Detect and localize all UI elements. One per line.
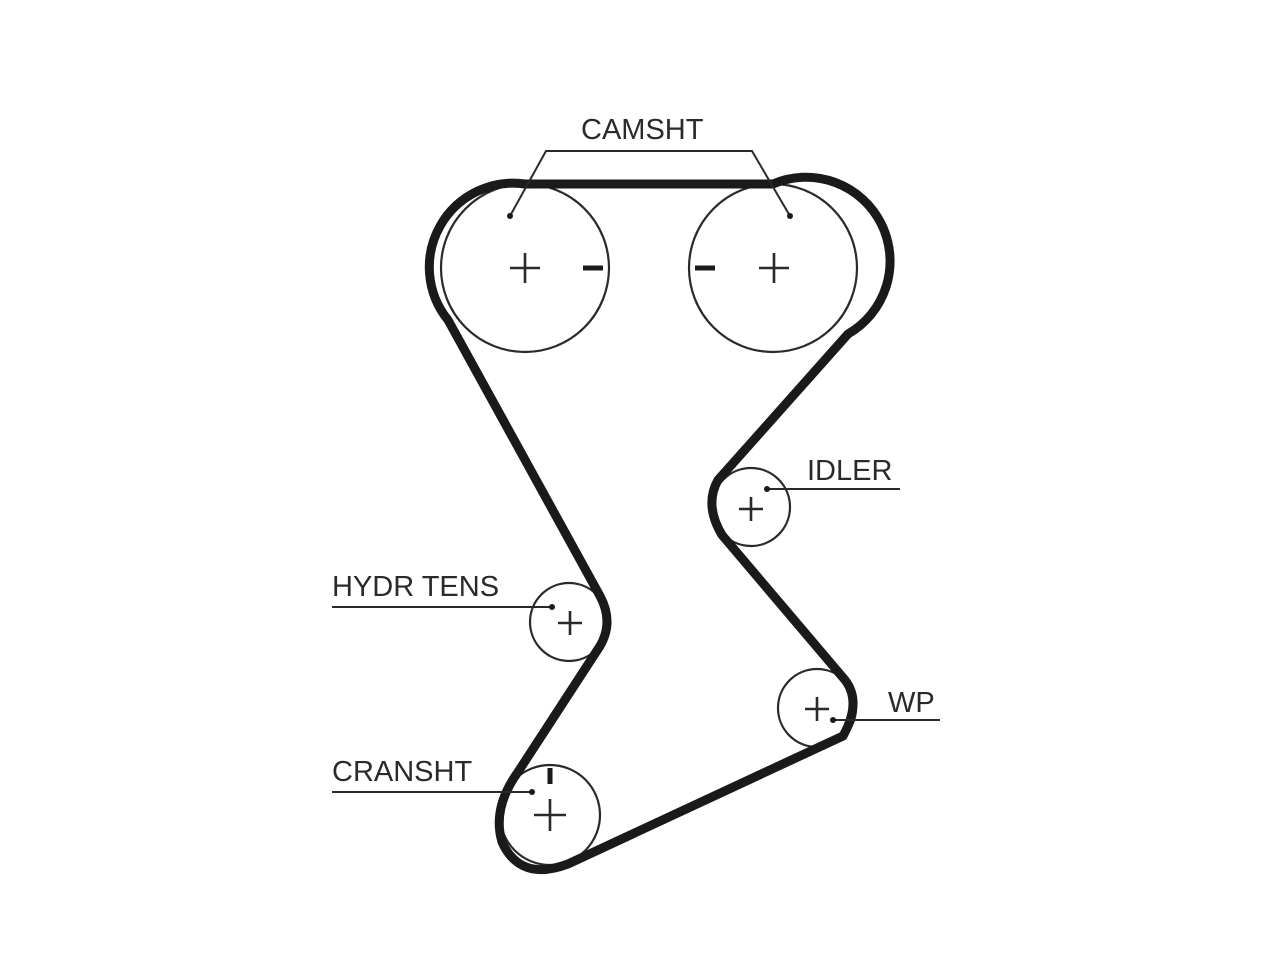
water-pump-label: WP (888, 687, 935, 719)
center-marks (510, 253, 829, 831)
camshaft-left-leader-dot (507, 213, 513, 219)
crankshaft-leader-dot (529, 789, 535, 795)
water-pump-leader-dot (830, 717, 836, 723)
timing-marks (547, 265, 715, 784)
camshaft-leader-line (509, 150, 791, 217)
crankshaft-label: CRANSHT (332, 756, 473, 788)
hydraulic-tensioner-leader-dot (549, 604, 555, 610)
camshaft-left-center-mark (510, 253, 540, 283)
leader-lines (332, 150, 940, 793)
leader-dots (507, 213, 836, 795)
camshaft-right-leader-dot (787, 213, 793, 219)
water-pump-center-mark (805, 697, 829, 721)
timing-belt (424, 172, 895, 875)
idler-leader-dot (764, 486, 770, 492)
crankshaft-center-mark (534, 799, 566, 831)
hydraulic-tensioner-label: HYDR TENS (332, 571, 500, 603)
idler-label: IDLER (807, 455, 893, 487)
idler-center-mark (739, 497, 763, 521)
camshaft-right-center-mark (759, 253, 789, 283)
camshaft-label: CAMSHT (581, 114, 704, 146)
hydraulic-tensioner-center-mark (558, 611, 582, 635)
